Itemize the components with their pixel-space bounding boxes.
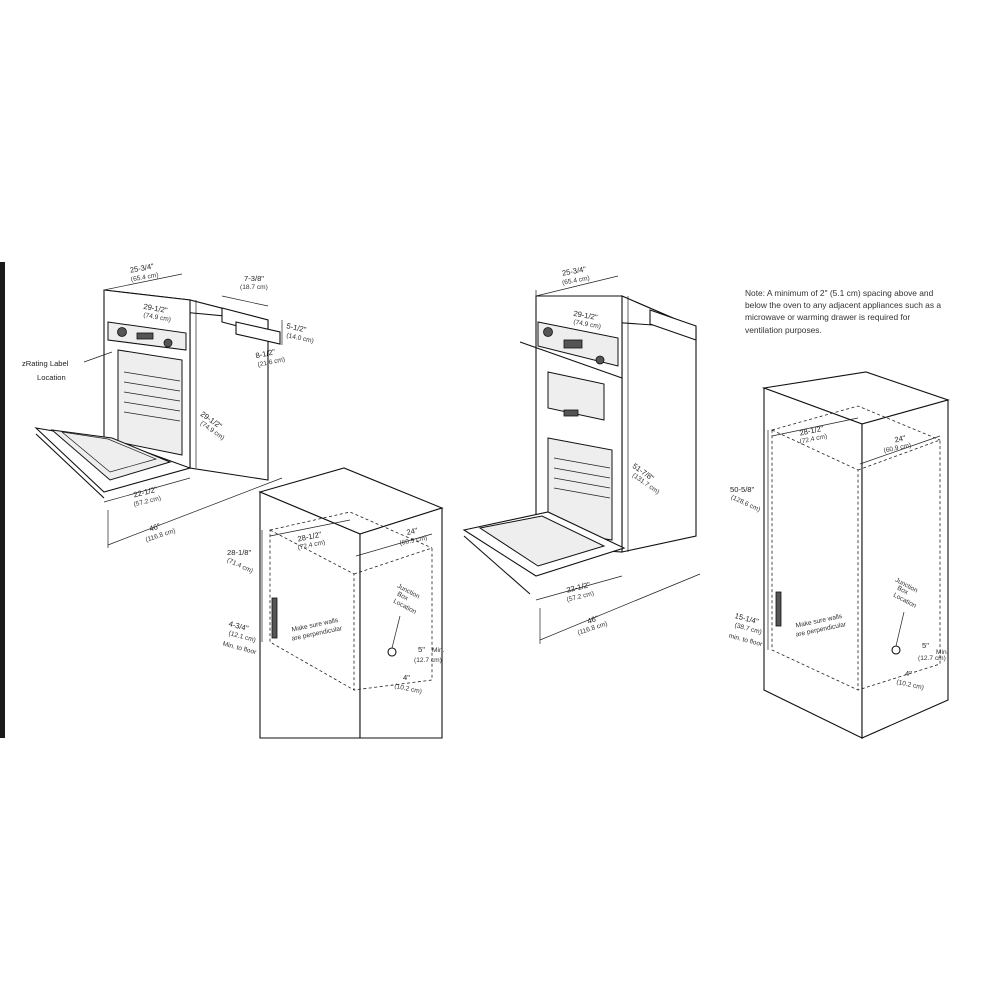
dim-depth-top: 29-1/2" xyxy=(143,302,169,315)
lower-oven-cavity xyxy=(547,437,613,541)
tall-junction-label-2: Box xyxy=(896,585,910,597)
tall-jb-height-cm: (12.7 cm) xyxy=(918,655,946,662)
tall-cutout-height: 50-5/8" xyxy=(730,485,755,494)
tall-cutout-height-cm: (128.6 cm) xyxy=(730,494,762,514)
tall-jb-height: 5" xyxy=(922,641,929,650)
single-oven-cavity xyxy=(117,349,183,456)
dbl-dim-width-top-cm: (65.4 cm) xyxy=(562,275,591,287)
ventilation-note: Note: A minimum of 2" (5.1 cm) spacing a… xyxy=(745,288,942,335)
upper-oven-window xyxy=(547,371,605,421)
dim-rear-depth-cm: (18.7 cm) xyxy=(240,284,268,291)
dim-depth-top-cm: (74.9 cm) xyxy=(143,312,172,324)
oven-knob-icon xyxy=(595,355,605,365)
jb-height-cm: (12.7 cm) xyxy=(414,657,442,664)
oven-knob-icon xyxy=(163,338,173,348)
badge-icon xyxy=(563,409,579,417)
single-oven-door-glass xyxy=(50,429,172,481)
double-cutout-drawing: 28-1/2" (72.4 cm) 24" (60.9 cm) 50-5/8" … xyxy=(728,371,950,739)
junction-box-icon xyxy=(387,647,397,657)
dim-width-top: 25-3/4" xyxy=(129,262,155,275)
left-margin-bar xyxy=(0,262,5,738)
dim-rear-height-cm: (14.0 cm) xyxy=(286,332,315,345)
tall-cabinet-side xyxy=(861,399,949,739)
cutout-height-cm: (71.4 cm) xyxy=(226,557,254,575)
dbl-dim-depth-top: 29-1/2" xyxy=(573,309,599,322)
dim-side-height: 8-1/2" xyxy=(255,347,277,360)
dim-total-depth: 46" xyxy=(148,521,162,533)
oven-display-icon xyxy=(136,332,154,340)
tall-jb-offset: 4" xyxy=(905,669,912,678)
jb-min: Min. xyxy=(432,647,445,654)
rating-label-title: zRating Label xyxy=(22,359,69,368)
dim-rear-height: 5-1/2" xyxy=(286,321,308,334)
junction-label-2: Box xyxy=(396,591,410,603)
rear-vent-step xyxy=(235,321,281,345)
oven-knob-icon xyxy=(117,327,127,337)
trim-strip xyxy=(775,591,782,627)
cutout-depth: 24" xyxy=(406,526,419,537)
jb-height: 5" xyxy=(418,645,425,654)
junction-box-icon xyxy=(891,645,901,655)
tall-cutout-depth: 24" xyxy=(894,433,907,444)
oven-display-icon xyxy=(563,339,583,349)
dbl-dim-depth-top-cm: (74.9 cm) xyxy=(573,319,602,331)
cutout-height: 28-1/8" xyxy=(227,548,252,557)
double-oven-drawing: 25-3/4" (65.4 cm) 29-1/2" (74.9 cm) 51-7… xyxy=(462,265,701,644)
dim-rear-depth: 7-3/8" xyxy=(244,274,264,283)
dbl-dim-total-depth: 46" xyxy=(586,614,600,626)
jb-offset: 4" xyxy=(403,673,410,682)
dim-width-top-cm: (65.4 cm) xyxy=(130,272,159,284)
oven-knob-icon xyxy=(543,327,553,337)
double-oven-door-glass xyxy=(478,515,606,567)
dbl-dim-width-top: 25-3/4" xyxy=(561,265,587,278)
tall-jb-min: Min. xyxy=(936,649,949,656)
single-cutout-drawing: 28-1/2" (72.4 cm) 24" (60.9 cm) 28-1/8" … xyxy=(222,467,445,739)
rear-vent xyxy=(649,309,697,341)
rating-label-sub: Location xyxy=(37,373,66,382)
trim-strip xyxy=(271,597,278,639)
